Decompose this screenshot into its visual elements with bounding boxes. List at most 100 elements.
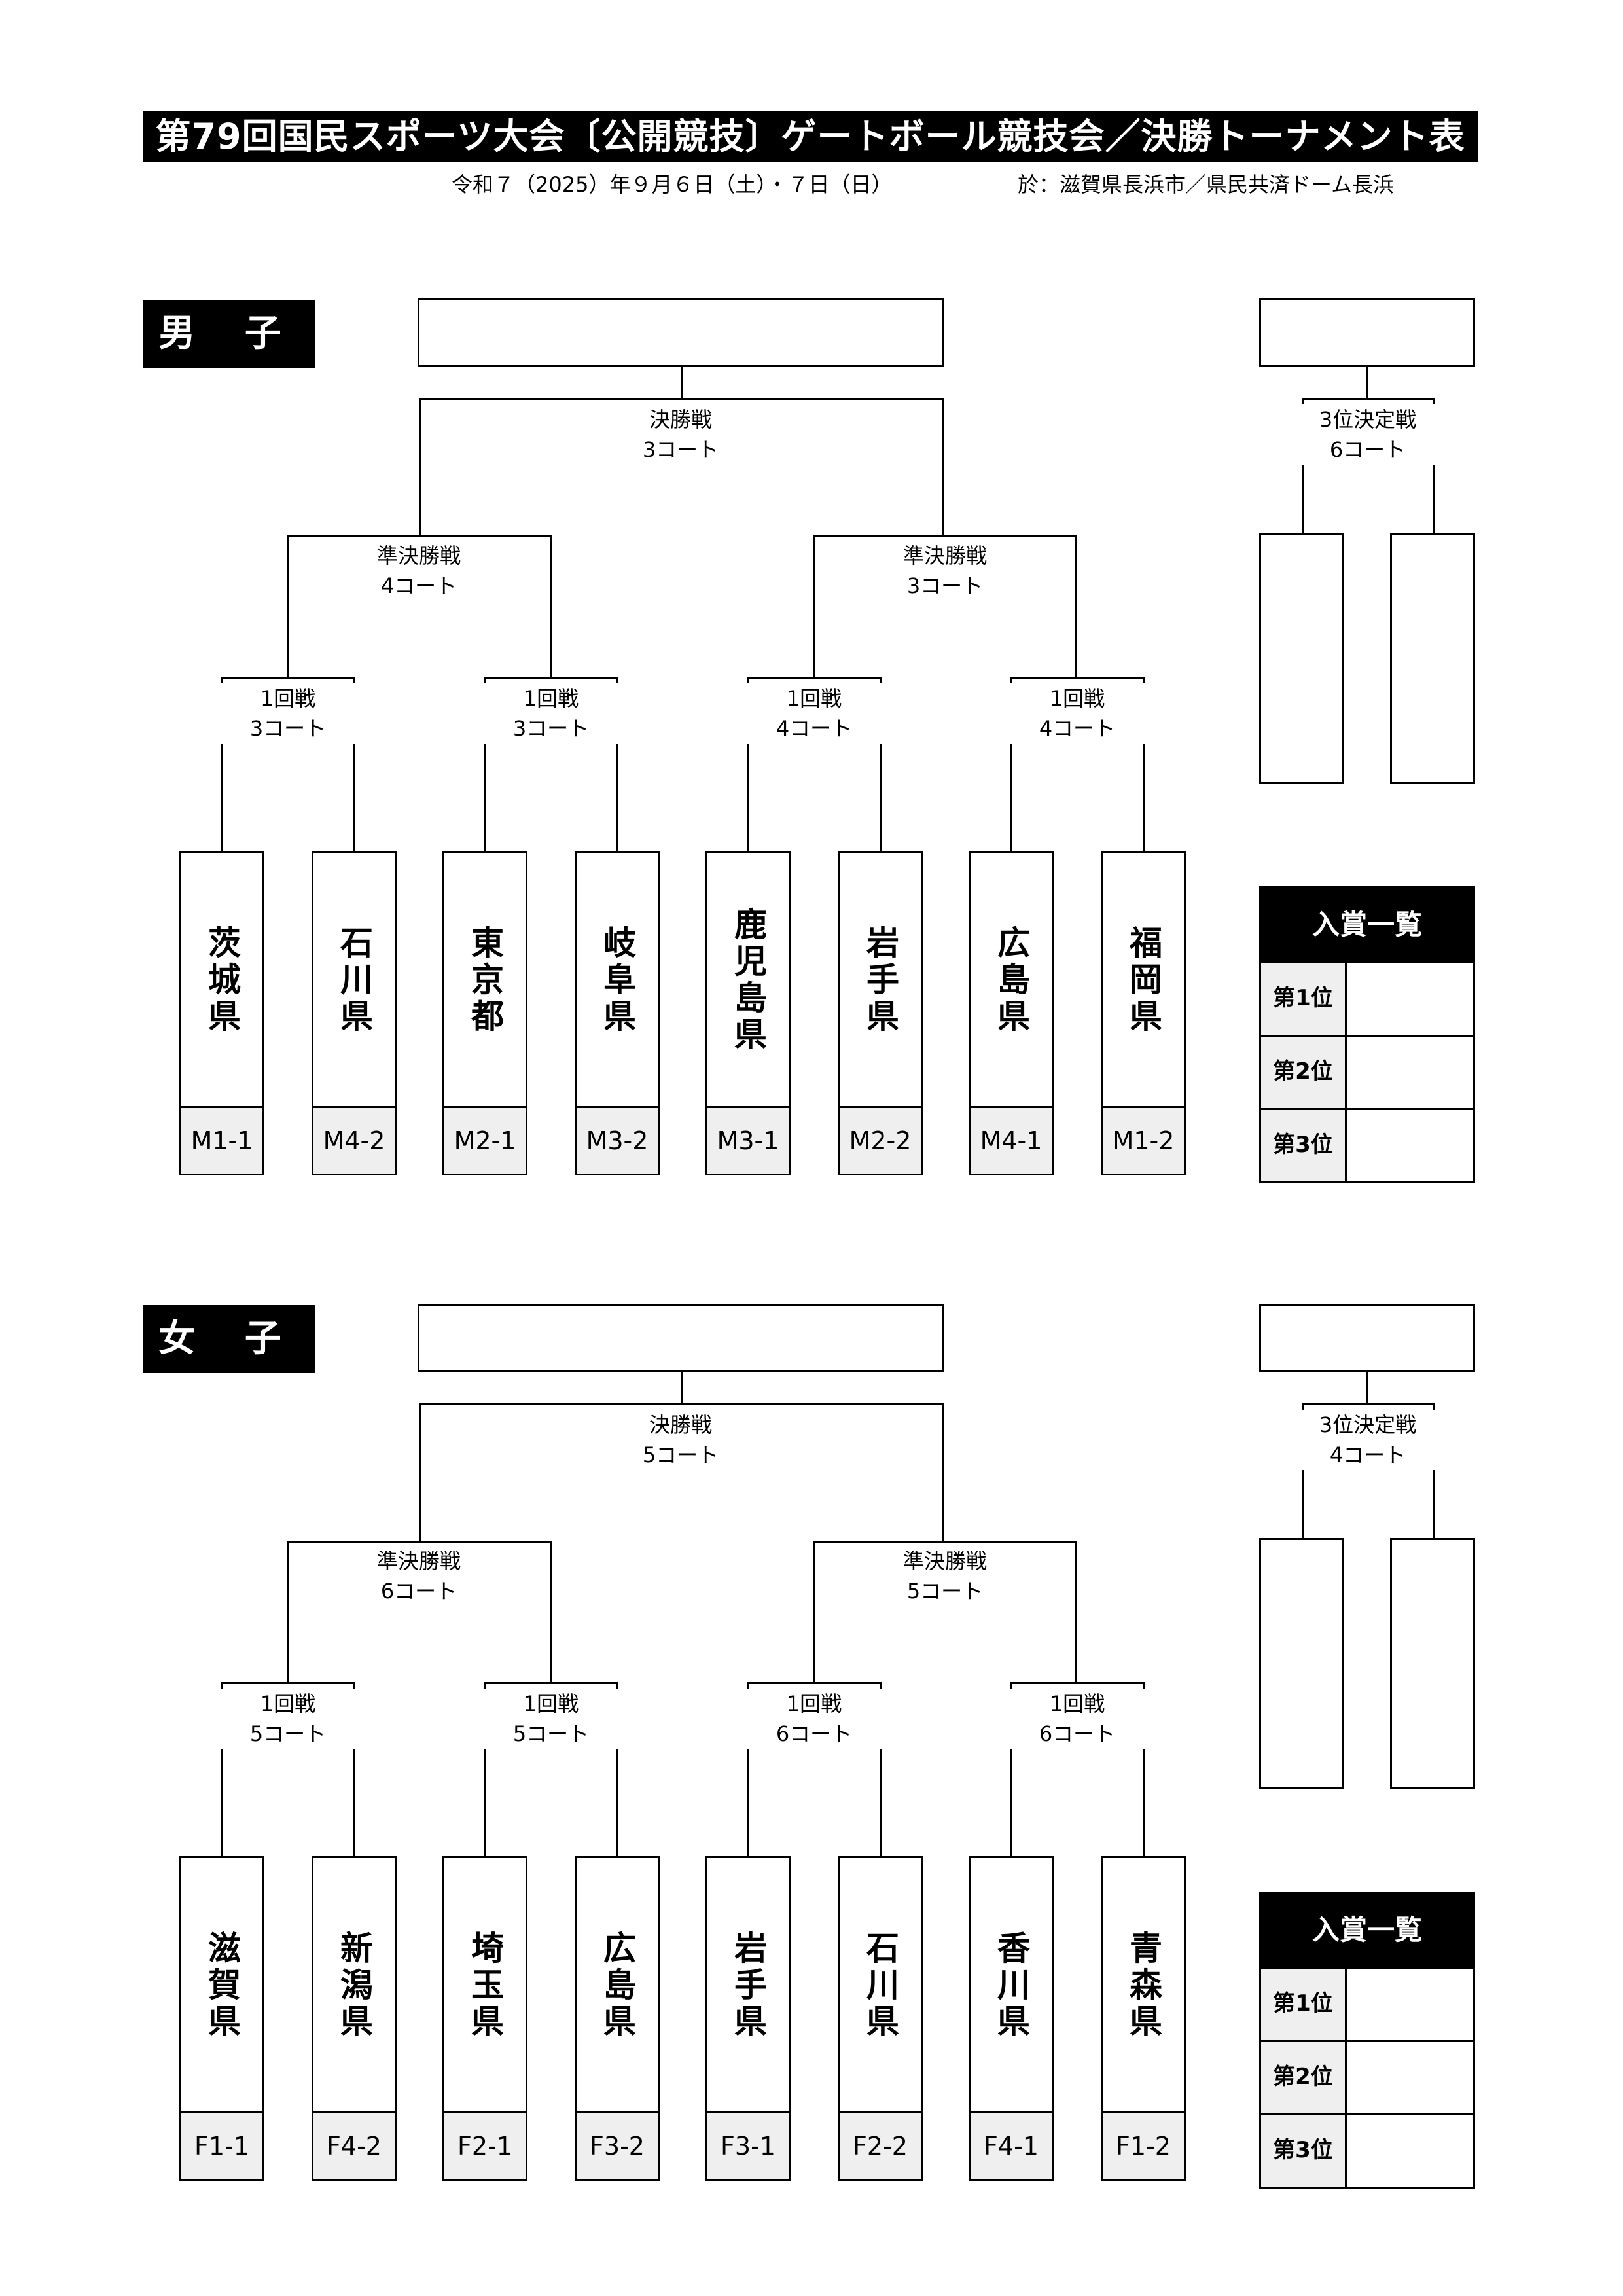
team-name: 滋賀県 bbox=[203, 1931, 241, 2041]
men-semi1-right bbox=[550, 535, 552, 678]
women-awards-title: 入賞一覧 bbox=[1261, 1893, 1473, 1967]
women-third-right bbox=[1433, 1403, 1435, 1539]
rank-label: 第1位 bbox=[1261, 963, 1347, 1035]
women-award-row-3: 第3位 bbox=[1261, 2113, 1473, 2187]
women-champion-box bbox=[418, 1304, 944, 1372]
team-name: 石川県 bbox=[335, 925, 373, 1035]
men-team-2: 石川県 M4-2 bbox=[312, 851, 397, 1175]
men-semi2-right bbox=[1075, 535, 1077, 678]
men-semi2-line bbox=[813, 535, 1077, 537]
women-third-slot-1 bbox=[1259, 1538, 1344, 1789]
men-r1-4-line bbox=[1010, 677, 1145, 679]
men-r1-1-line bbox=[221, 677, 355, 679]
rank-label: 第2位 bbox=[1261, 1037, 1347, 1108]
rank-value bbox=[1347, 1969, 1473, 2040]
men-r1-1-right bbox=[353, 677, 355, 852]
women-semi2-right bbox=[1075, 1541, 1077, 1683]
women-third-box bbox=[1259, 1304, 1475, 1372]
men-final-line bbox=[419, 398, 944, 400]
team-name: 香川県 bbox=[992, 1931, 1030, 2041]
women-r1-2-line bbox=[484, 1682, 618, 1684]
team-name: 岐阜県 bbox=[598, 925, 636, 1035]
men-r1-4-left bbox=[1010, 677, 1012, 852]
men-r1-3-left bbox=[747, 677, 749, 852]
rank-label: 第2位 bbox=[1261, 2042, 1347, 2113]
women-team-7: 香川県 F4-1 bbox=[969, 1856, 1054, 2181]
team-name: 埼玉県 bbox=[466, 1931, 504, 2041]
men-r1-2-left bbox=[484, 677, 486, 852]
team-code: F4-2 bbox=[313, 2111, 395, 2179]
men-awards-table: 入賞一覧 第1位 第2位 第3位 bbox=[1259, 886, 1475, 1183]
men-final-left-line bbox=[419, 398, 421, 537]
women-final-right-line bbox=[942, 1403, 944, 1542]
women-final-line bbox=[419, 1403, 944, 1405]
women-third-left bbox=[1302, 1403, 1304, 1539]
men-final-stem bbox=[681, 367, 683, 399]
men-award-row-1: 第1位 bbox=[1261, 961, 1473, 1035]
women-semi2-line bbox=[813, 1541, 1077, 1543]
team-name: 岩手県 bbox=[861, 925, 899, 1035]
rank-value bbox=[1347, 2115, 1473, 2187]
women-r1-3-right bbox=[880, 1682, 882, 1857]
men-semi1-line bbox=[287, 535, 552, 537]
women-semi1-line bbox=[287, 1541, 552, 1543]
women-awards-table: 入賞一覧 第1位 第2位 第3位 bbox=[1259, 1892, 1475, 2189]
team-code: F2-1 bbox=[444, 2111, 526, 2179]
team-code: F1-2 bbox=[1103, 2111, 1184, 2179]
team-name: 東京都 bbox=[466, 925, 504, 1035]
men-award-row-2: 第2位 bbox=[1261, 1035, 1473, 1108]
men-r1-3-right bbox=[880, 677, 882, 852]
team-code: M3-2 bbox=[577, 1106, 658, 1174]
team-code: M1-2 bbox=[1103, 1106, 1184, 1174]
men-r1-2-line bbox=[484, 677, 618, 679]
women-semi1-right bbox=[550, 1541, 552, 1683]
men-team-3: 東京都 M2-1 bbox=[442, 851, 527, 1175]
women-r1-4-line bbox=[1010, 1682, 1145, 1684]
team-code: M2-2 bbox=[840, 1106, 921, 1174]
men-semi2-left bbox=[813, 535, 815, 678]
men-label: 男 子 bbox=[143, 300, 315, 368]
women-third-slot-2 bbox=[1390, 1538, 1475, 1789]
team-name: 茨城県 bbox=[203, 925, 241, 1035]
rank-label: 第3位 bbox=[1261, 2115, 1347, 2187]
team-code: F4-1 bbox=[971, 2111, 1052, 2179]
team-name: 石川県 bbox=[861, 1931, 899, 2041]
team-code: M4-2 bbox=[313, 1106, 395, 1174]
men-awards-title: 入賞一覧 bbox=[1261, 888, 1473, 961]
team-code: M2-1 bbox=[444, 1106, 526, 1174]
men-award-row-3: 第3位 bbox=[1261, 1108, 1473, 1181]
team-name: 広島県 bbox=[992, 925, 1030, 1035]
women-semi2-left bbox=[813, 1541, 815, 1683]
team-code: F3-2 bbox=[577, 2111, 658, 2179]
men-third-line bbox=[1302, 398, 1435, 400]
venue-text: 於：滋賀県長浜市／県民共済ドーム長浜 bbox=[1018, 172, 1395, 197]
women-semi1-left bbox=[287, 1541, 289, 1683]
men-r1-4-right bbox=[1143, 677, 1145, 852]
women-final-stem bbox=[681, 1372, 683, 1405]
women-r1-2-right bbox=[616, 1682, 618, 1857]
rank-value bbox=[1347, 1110, 1473, 1181]
rank-label: 第1位 bbox=[1261, 1969, 1347, 2040]
women-r1-4-left bbox=[1010, 1682, 1012, 1857]
team-code: M3-1 bbox=[707, 1106, 789, 1174]
team-code: F3-1 bbox=[707, 2111, 789, 2179]
men-r1-2-right bbox=[616, 677, 618, 852]
men-third-box bbox=[1259, 298, 1475, 367]
men-third-slot-1 bbox=[1259, 533, 1344, 784]
